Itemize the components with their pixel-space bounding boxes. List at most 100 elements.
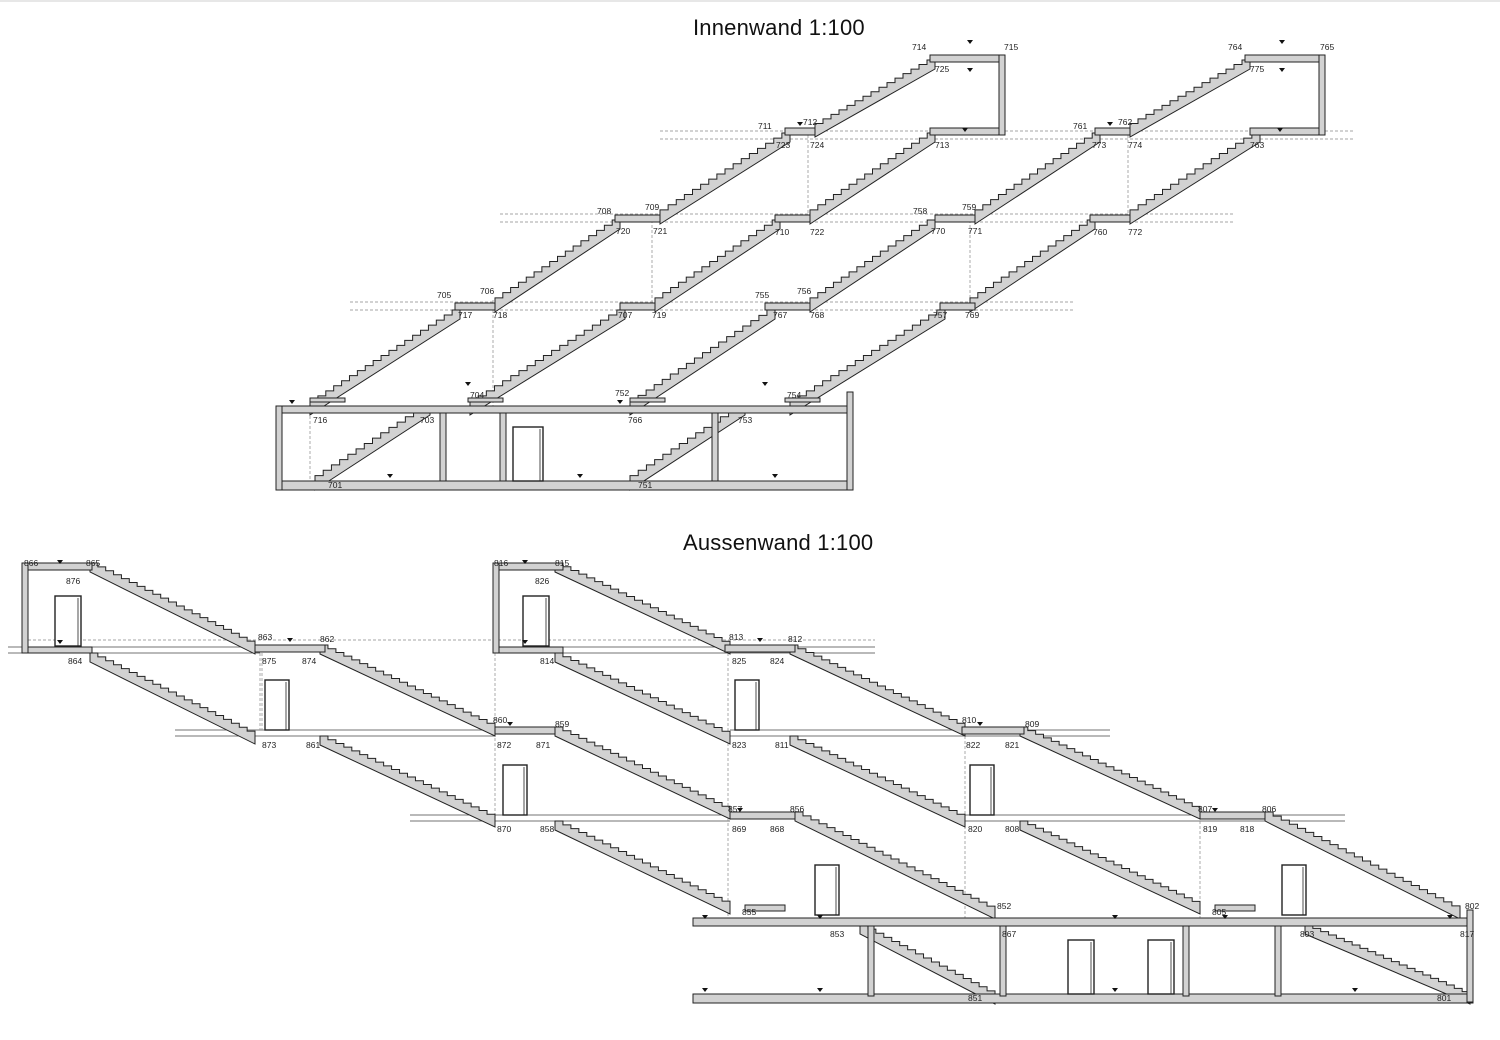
point-label: 867	[1002, 929, 1016, 939]
section-title-innenwand: Innenwand 1:100	[693, 15, 865, 40]
point-label: 872	[497, 740, 511, 750]
wall-section	[1318, 54, 1326, 136]
point-label: 721	[653, 226, 667, 236]
floor-slab	[492, 646, 564, 654]
point-label: 772	[1128, 227, 1142, 237]
level-marker	[757, 638, 763, 642]
point-label: 811	[775, 740, 789, 750]
level-marker	[1279, 40, 1285, 44]
point-label: 857	[728, 804, 742, 814]
floor-slab	[934, 214, 976, 223]
stair-flight	[789, 644, 966, 737]
point-label: 761	[1073, 121, 1087, 131]
point-label: 709	[645, 202, 659, 212]
door	[522, 595, 550, 647]
stair-flight	[494, 219, 621, 313]
point-label: 719	[652, 310, 666, 320]
point-label: 723	[776, 140, 790, 150]
point-label: 864	[68, 656, 82, 666]
point-label: 813	[729, 632, 743, 642]
floor-slab	[929, 127, 1006, 136]
point-label: 810	[962, 715, 976, 725]
floor-slab	[1249, 127, 1326, 136]
level-marker	[1112, 988, 1118, 992]
point-label: 766	[628, 415, 642, 425]
point-label: 863	[258, 632, 272, 642]
floor-slab	[275, 405, 854, 414]
door	[512, 426, 544, 482]
point-label: 808	[1005, 824, 1019, 834]
stair-flight	[859, 924, 996, 1005]
point-label: 753	[738, 415, 752, 425]
door	[734, 679, 760, 731]
point-label: 768	[810, 310, 824, 320]
level-marker	[1112, 915, 1118, 919]
point-label: 858	[540, 824, 554, 834]
floor-slab	[614, 214, 661, 223]
point-label: 856	[790, 804, 804, 814]
level-marker	[522, 560, 528, 564]
wall-section	[499, 412, 507, 482]
point-label: 759	[962, 202, 976, 212]
level-marker	[1447, 915, 1453, 919]
point-label: 852	[997, 901, 1011, 911]
point-label: 871	[536, 740, 550, 750]
stair-flight	[969, 219, 1096, 313]
floor-slab	[774, 214, 811, 223]
point-label: 868	[770, 824, 784, 834]
point-label: 764	[1228, 42, 1242, 52]
point-label: 801	[1437, 993, 1451, 1003]
stair-flight	[794, 811, 996, 920]
point-label: 869	[732, 824, 746, 834]
floor-slab	[254, 644, 326, 653]
stair-flight	[629, 309, 776, 416]
point-label: 767	[773, 310, 787, 320]
point-label: 807	[1198, 804, 1212, 814]
level-marker	[797, 122, 803, 126]
level-marker	[577, 474, 583, 478]
point-label: 718	[493, 310, 507, 320]
point-label: 775	[1250, 64, 1264, 74]
point-label: 755	[755, 290, 769, 300]
level-marker	[967, 40, 973, 44]
point-label: 774	[1128, 140, 1142, 150]
floor-slab	[961, 726, 1025, 735]
wall-section	[1182, 925, 1190, 997]
point-label: 707	[618, 310, 632, 320]
stair-flight	[554, 820, 731, 915]
point-label: 812	[788, 634, 802, 644]
wall-section	[846, 391, 854, 491]
point-label: 805	[1212, 907, 1226, 917]
floor-slab	[1199, 811, 1266, 820]
point-label: 818	[1240, 824, 1254, 834]
level-marker	[702, 988, 708, 992]
stair-flight	[554, 562, 731, 655]
floor-slab	[692, 993, 1474, 1004]
point-label: 809	[1025, 719, 1039, 729]
level-marker	[57, 560, 63, 564]
point-label: 725	[935, 64, 949, 74]
stair-flight	[809, 132, 936, 225]
point-label: 722	[810, 227, 824, 237]
floor-slab	[454, 302, 496, 311]
level-marker	[762, 382, 768, 386]
level-marker	[817, 915, 823, 919]
stair-flight	[814, 59, 936, 138]
level-marker	[1352, 988, 1358, 992]
point-label: 853	[830, 929, 844, 939]
stair-flight	[1129, 59, 1251, 138]
point-label: 814	[540, 656, 554, 666]
point-label: 860	[493, 715, 507, 725]
level-marker	[57, 640, 63, 644]
floor-slab	[619, 302, 656, 311]
level-marker	[1222, 915, 1228, 919]
stair-flight	[309, 309, 461, 416]
point-label: 769	[965, 310, 979, 320]
point-label: 716	[313, 415, 327, 425]
door	[54, 595, 82, 647]
stair-flight	[654, 219, 781, 313]
point-label: 876	[66, 576, 80, 586]
point-label: 823	[732, 740, 746, 750]
stair-flight	[1019, 820, 1201, 915]
